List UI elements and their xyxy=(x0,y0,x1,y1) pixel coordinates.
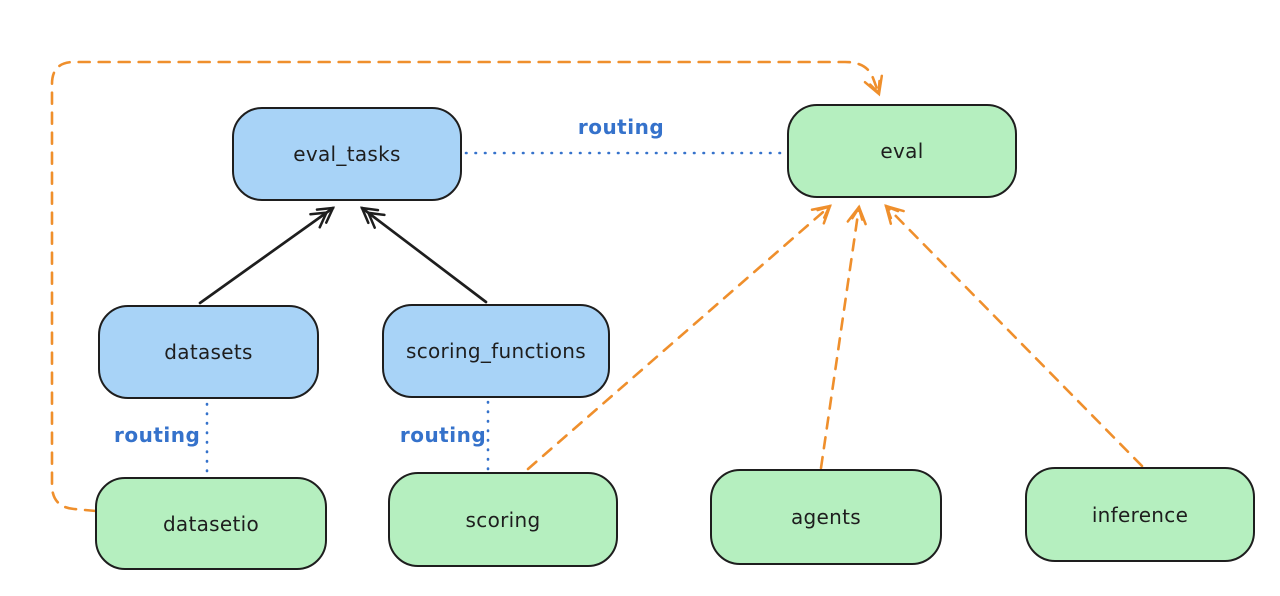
node-datasets: datasets xyxy=(98,305,319,399)
node-label: eval xyxy=(880,139,924,163)
node-label: datasets xyxy=(164,340,253,364)
node-eval: eval xyxy=(787,104,1017,198)
edge-scoring-functions-to-eval-tasks xyxy=(359,206,488,304)
node-label: scoring_functions xyxy=(405,339,587,363)
node-label: scoring xyxy=(465,507,541,532)
edge-label-routing-scoring: routing xyxy=(399,423,487,447)
edge-agents-to-eval xyxy=(819,204,867,470)
node-agents: agents xyxy=(710,469,942,565)
node-eval-tasks: eval_tasks xyxy=(232,107,462,201)
edge-scoring-to-eval xyxy=(526,204,832,471)
node-scoring: scoring xyxy=(388,472,618,567)
node-label: inference xyxy=(1091,502,1189,527)
node-label: eval_tasks xyxy=(293,142,401,166)
node-label: datasetio xyxy=(162,511,260,536)
node-inference: inference xyxy=(1025,467,1255,562)
node-scoring-functions: scoring_functions xyxy=(382,304,610,398)
edge-datasets-to-eval-tasks xyxy=(198,206,336,305)
edge-inference-to-eval xyxy=(884,204,1144,468)
edge-label-routing-top: routing xyxy=(577,115,665,139)
edge-datasetio-to-eval xyxy=(50,60,884,513)
node-label: agents xyxy=(791,505,861,529)
edge-label-routing-datasetio: routing xyxy=(114,423,201,447)
node-datasetio: datasetio xyxy=(95,477,327,570)
